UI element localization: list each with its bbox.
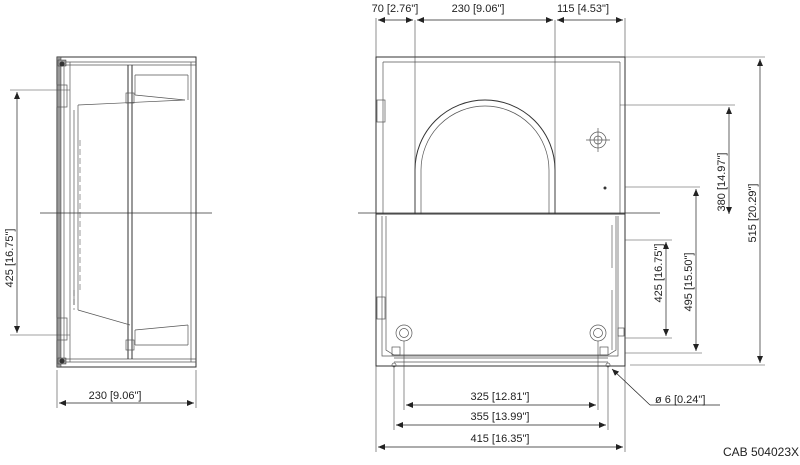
top-left-label: 70 [2.76"]	[372, 3, 419, 15]
front-lower-frame	[375, 213, 626, 367]
bottom-325-label: 325 [12.81"]	[471, 391, 530, 403]
screw-icon	[395, 324, 413, 342]
side-width-label: 230 [9.06"]	[89, 390, 142, 402]
side-view: 425 [16.75"] 230 [9.06"]	[4, 56, 212, 408]
front-h515-label: 515 [20.29"]	[747, 184, 759, 243]
front-h495-label: 495 [15.50"]	[683, 253, 695, 312]
front-view: 70 [2.76"] 230 [9.06"] 115 [4.53"] 425 […	[358, 3, 765, 452]
hinge-bracket	[56, 84, 68, 108]
side-height-label: 425 [16.75"]	[4, 229, 16, 288]
drawing-code: CAB 504023X	[723, 445, 799, 459]
top-right-label: 115 [4.53"]	[557, 3, 609, 15]
front-upper-frame	[375, 56, 626, 215]
front-hinge	[376, 296, 386, 320]
hole-leader	[611, 368, 651, 406]
bottom-415-label: 415 [16.35"]	[471, 433, 530, 445]
lock-icon	[586, 128, 610, 152]
hinge-bracket	[56, 317, 68, 341]
screw-icon	[59, 61, 65, 67]
bottom-355-label: 355 [13.99"]	[471, 411, 530, 423]
hole-diameter-label: ø 6 [0.24"]	[655, 394, 705, 406]
top-mid-label: 230 [9.06"]	[452, 3, 505, 15]
screw-icon	[589, 324, 607, 342]
screw-icon	[59, 358, 65, 364]
front-h380-label: 380 [14.97"]	[716, 153, 728, 212]
side-wall-hatch	[56, 56, 62, 368]
front-hinge	[376, 99, 386, 123]
arch-outline	[414, 99, 556, 214]
front-h425-label: 425 [16.75"]	[653, 244, 665, 303]
